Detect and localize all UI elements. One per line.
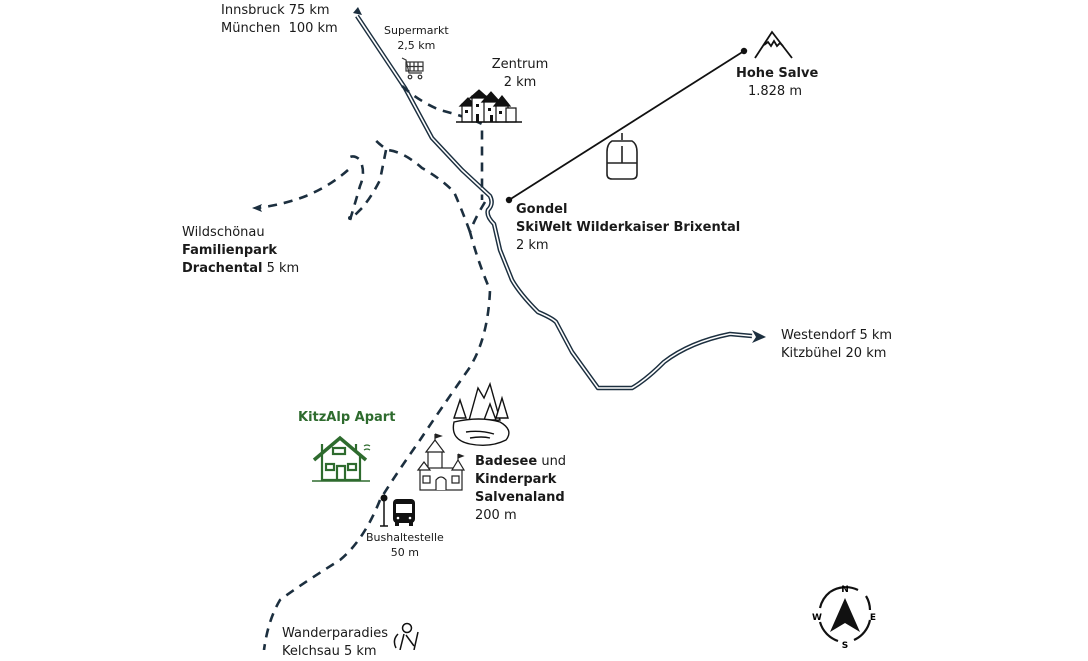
route-innsbruck: Innsbruck 75 km [221,3,330,18]
north-arrow-icon [353,7,362,15]
compass-n: N [841,585,849,595]
compass-w: W [812,613,822,623]
house-icon [312,435,371,482]
mountain-peak-icon [754,30,793,59]
label-supermarkt: Supermarkt 2,5 km [384,24,449,52]
compass-s: S [842,641,848,650]
gondola-icon [606,133,638,180]
route-muenchen: München 100 km [221,21,338,36]
label-gondel: Gondel SkiWelt Wilderkaiser Brixental 2 … [516,202,741,253]
castle-icon [416,433,466,491]
route-kitzbuehel: Kitzbühel 20 km [781,346,887,361]
compass-e: E [870,613,876,623]
bus-stop-icon [380,494,388,527]
gondola-line [505,47,748,204]
east-arrow-icon [752,330,766,343]
label-zentrum: Zentrum 2 km [491,57,549,90]
west-arrow-icon [252,204,262,212]
trail-west-1 [370,135,472,233]
main-road [353,7,766,391]
trail-west-2 [351,149,388,219]
route-westendorf: Westendorf 5 km [781,328,893,343]
compass-icon: N E S W [812,585,876,650]
town-houses-icon [456,89,522,123]
label-hohe-salve: Hohe Salve 1.828 m [736,66,819,99]
label-wildschoenau: Wildschönau Familienpark Drachental 5 km [182,225,300,276]
hiker-icon [393,622,419,650]
label-bushaltestelle: Bushaltestelle 50 m [366,531,444,559]
label-badesee: Badesee und Kinderpark Salvenaland 200 m [475,454,567,523]
hiking-trails [257,85,492,650]
label-kitzalp-apart: KitzAlp Apart [298,410,396,425]
bus-icon [393,499,415,526]
trail-zentrum [401,85,484,200]
label-wanderparadies: Wanderparadies Kelchsau 5 km [282,626,388,659]
trail-main-south [262,201,492,650]
label-north-route: Innsbruck 75 km München 100 km [221,2,338,38]
forest-lake-icon [452,381,510,447]
trail-wildschoenau [257,169,349,210]
trail-west-3 [347,155,365,221]
shopping-cart-icon [401,57,424,80]
label-east-route: Westendorf 5 km Kitzbühel 20 km [781,327,892,363]
